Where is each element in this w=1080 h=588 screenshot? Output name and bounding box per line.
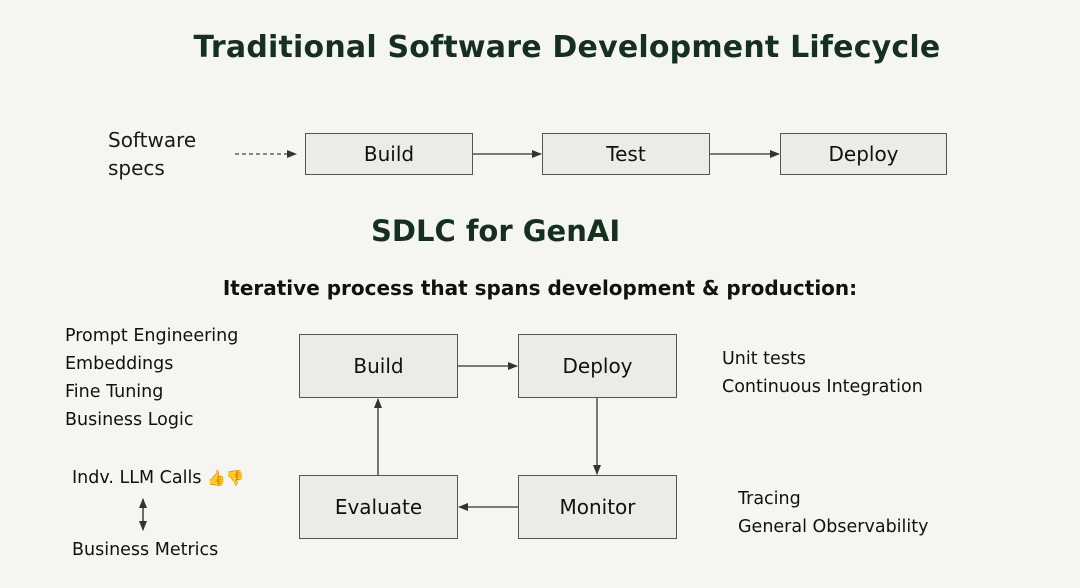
deploy-note: Continuous Integration: [722, 377, 923, 397]
genai-evaluate-box: Evaluate: [299, 475, 458, 539]
build-note: Business Logic: [65, 410, 194, 430]
evaluate-notes-top: Indv. LLM Calls 👍👎: [72, 464, 244, 492]
indv-llm-calls-label: Indv. LLM Calls: [72, 468, 202, 488]
deploy-notes: Unit tests Continuous Integration: [722, 345, 923, 401]
genai-build-box: Build: [299, 334, 458, 398]
monitor-notes: Tracing General Observability: [738, 485, 928, 541]
page-title: Traditional Software Development Lifecyc…: [193, 30, 941, 65]
genai-subtitle: Iterative process that spans development…: [222, 276, 858, 300]
traditional-test-box: Test: [542, 133, 710, 175]
traditional-build-box: Build: [305, 133, 473, 175]
software-specs-line1: Software: [108, 128, 197, 152]
traditional-deploy-box: Deploy: [780, 133, 947, 175]
deploy-note: Unit tests: [722, 349, 806, 369]
monitor-note: General Observability: [738, 517, 929, 537]
build-note: Fine Tuning: [65, 382, 164, 402]
software-specs-line2: specs: [108, 156, 165, 180]
business-metrics-label: Business Metrics: [72, 540, 219, 560]
build-note: Prompt Engineering: [65, 326, 239, 346]
genai-monitor-box: Monitor: [518, 475, 677, 539]
genai-deploy-box: Deploy: [518, 334, 677, 398]
build-notes: Prompt Engineering Embeddings Fine Tunin…: [65, 322, 238, 434]
build-note: Embeddings: [65, 354, 174, 374]
thumbs-up-down-icon: 👍👎: [207, 469, 245, 487]
software-specs-label: Software specs: [108, 126, 196, 182]
monitor-note: Tracing: [738, 489, 801, 509]
genai-title: SDLC for GenAI: [371, 214, 621, 248]
